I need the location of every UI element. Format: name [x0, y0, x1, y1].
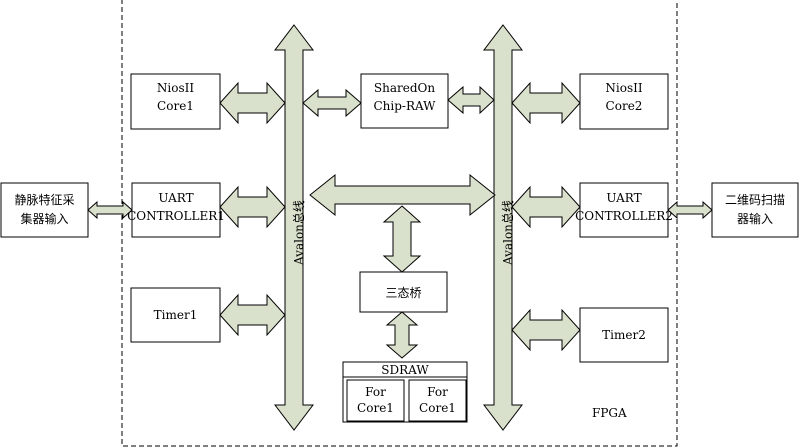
timer2-block: Timer2: [579, 307, 669, 363]
qr-line2: 器输入: [737, 211, 773, 226]
arrow-bus-bridge: [382, 205, 422, 273]
arrow-timer1-bus: [219, 293, 286, 337]
bridge-label: 三态桥: [385, 286, 421, 300]
shared-line2: Chip-RAW: [373, 99, 436, 113]
nios1-block: NiosII Core1: [130, 73, 221, 130]
qr-input-block: 二维码扫描 器输入: [711, 182, 799, 238]
arrow-bus-bus: [309, 173, 496, 217]
arrow-uart1-bus: [219, 185, 286, 229]
arrow-vein-uart1: [87, 200, 133, 220]
timer1-block: Timer1: [130, 287, 221, 343]
arrow-bus-uart2: [511, 185, 581, 229]
vein-line1: 静脉特征采: [14, 192, 74, 207]
arrow-uart2-qr: [667, 200, 713, 220]
nios2-block: NiosII Core2: [579, 73, 669, 130]
nios1-line2: Core1: [157, 99, 194, 113]
bridge-block: 三态桥: [359, 271, 448, 313]
sdram-block: SDRAW For Core1 For Core1: [342, 361, 468, 423]
nios1-line1: NiosII: [157, 81, 194, 95]
qr-line1: 二维码扫描: [725, 193, 785, 207]
arrow-bus-nios2: [511, 81, 581, 125]
avalon-bus-right-label: Avalon总线: [501, 200, 515, 266]
nios2-line1: NiosII: [605, 81, 642, 95]
sdram-label: SDRAW: [381, 363, 429, 377]
avalon-bus-left-label: Avalon总线: [292, 200, 306, 266]
sdram-right-part: [408, 379, 467, 422]
avalon-bus-right-arrow: [482, 24, 524, 431]
uart2-line2: CONTROLLER2: [575, 209, 673, 223]
arrow-shared-bus: [447, 85, 495, 115]
timer2-label: Timer2: [602, 328, 646, 342]
vein-line2: 集器输入: [20, 211, 68, 226]
uart2-line1: UART: [606, 191, 641, 205]
arrow-bus-shared: [302, 88, 362, 118]
sdram-left-part: [346, 379, 405, 422]
shared-ram-block: SharedOn Chip-RAW: [360, 73, 449, 129]
sdram-right-line1: For: [427, 385, 448, 399]
vein-input-block: 静脉特征采 集器输入: [0, 182, 89, 238]
uart1-line1: UART: [158, 191, 193, 205]
arrow-bridge-sdram: [385, 311, 419, 359]
arrow-nios1-bus: [219, 81, 286, 125]
fpga-label: FPGA: [592, 406, 627, 420]
nios2-line2: Core2: [606, 99, 643, 113]
sdram-right-line2: Core1: [419, 401, 456, 415]
uart1-block: UART CONTROLLER1: [127, 182, 225, 238]
avalon-bus-left-arrow: [273, 24, 315, 431]
arrow-bus-timer2: [511, 308, 581, 352]
sdram-left-line1: For: [365, 385, 386, 399]
fpga-boundary: [121, 0, 678, 447]
uart1-line2: CONTROLLER1: [127, 209, 225, 223]
shared-line1: SharedOn: [374, 81, 435, 95]
timer1-label: Timer1: [154, 308, 198, 322]
sdram-left-line2: Core1: [357, 401, 394, 415]
uart2-block: UART CONTROLLER2: [575, 182, 673, 238]
